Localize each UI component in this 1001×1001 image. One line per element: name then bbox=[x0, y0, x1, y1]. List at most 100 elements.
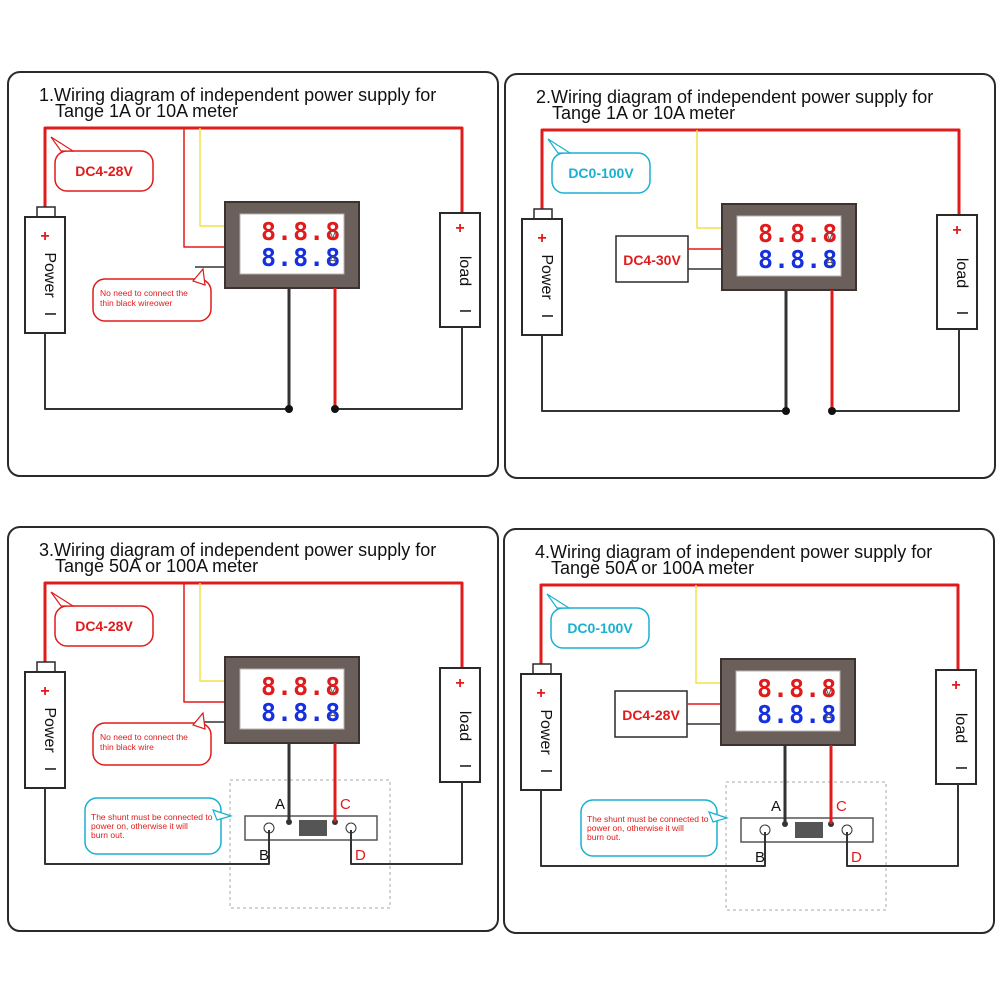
supply-label: DC4-28V bbox=[75, 618, 133, 634]
battery-minus: I bbox=[537, 769, 554, 773]
load bbox=[935, 669, 977, 785]
load-plus: + bbox=[455, 675, 464, 692]
shunt-note-line: power on, otherwise it will bbox=[587, 823, 684, 833]
panel-title-line-2: Tange 1A or 10A meter bbox=[552, 103, 735, 123]
aux-supply-label: DC4-28V bbox=[622, 707, 680, 723]
bubble-tail bbox=[50, 591, 76, 607]
note-line: No need to connect the bbox=[100, 732, 188, 742]
battery-terminal bbox=[532, 663, 552, 675]
shunt-label-a: A bbox=[771, 798, 781, 815]
bubble-tail bbox=[191, 267, 206, 286]
shunt-note-bubble bbox=[84, 797, 222, 855]
battery-plus: + bbox=[40, 683, 49, 700]
supply-bubble bbox=[551, 152, 651, 194]
load-plus: + bbox=[951, 677, 960, 694]
battery-label: Power bbox=[41, 252, 58, 298]
meter-voltage-readout: 8.8.8 bbox=[261, 672, 341, 701]
load-minus: I bbox=[456, 764, 473, 768]
panel-title-line-2: Tange 50A or 100A meter bbox=[55, 556, 258, 576]
supply-bubble bbox=[54, 150, 154, 192]
meter-unit-a: A bbox=[329, 254, 337, 266]
battery-minus: I bbox=[41, 767, 58, 771]
shunt-note-bubble bbox=[580, 799, 718, 857]
shunt-note-line: The shunt must be connected to bbox=[91, 812, 213, 822]
meter-display bbox=[736, 215, 842, 277]
note-line: No need to connect the bbox=[100, 288, 188, 298]
load bbox=[439, 667, 481, 783]
meter-current-readout: 8.8.8 bbox=[261, 698, 341, 727]
wire-battery-minus bbox=[44, 333, 289, 410]
meter-unit-a: A bbox=[329, 709, 337, 721]
battery-minus: I bbox=[41, 312, 58, 316]
note-line: thin black wireower bbox=[100, 298, 172, 308]
shunt-note-line: The shunt must be connected to bbox=[587, 814, 709, 824]
battery-label: Power bbox=[538, 254, 555, 300]
meter-unit-a: A bbox=[825, 711, 833, 723]
meter-current-readout: 8.8.8 bbox=[758, 245, 838, 274]
battery-minus: I bbox=[538, 314, 555, 318]
wire-battery-minus bbox=[541, 335, 786, 412]
supply-label: DC4-28V bbox=[75, 163, 133, 179]
wire-yellow bbox=[199, 583, 225, 682]
wire-load-minus bbox=[846, 784, 959, 867]
meter-voltage-readout: 8.8.8 bbox=[758, 219, 838, 248]
junction-dot bbox=[828, 407, 836, 415]
shunt-label-c: C bbox=[836, 798, 847, 815]
wire-main-red bbox=[43, 126, 464, 215]
load bbox=[439, 212, 481, 328]
battery-label: Power bbox=[537, 709, 554, 755]
panel-p4: 4.Wiring diagram of independent power su… bbox=[503, 528, 995, 934]
bubble-tail bbox=[707, 811, 730, 823]
wire-main-red bbox=[43, 581, 464, 670]
wire-battery-minus bbox=[540, 790, 766, 867]
wire-load-minus bbox=[350, 782, 463, 865]
meter-display bbox=[239, 213, 345, 275]
aux-supply-box bbox=[615, 235, 689, 283]
load bbox=[936, 214, 978, 330]
wire-main-red bbox=[540, 128, 961, 217]
shunt-label-b: B bbox=[259, 847, 269, 864]
battery bbox=[521, 218, 563, 336]
shunt-note-line: power on, otherwise it will bbox=[91, 821, 188, 831]
meter-unit-v: V bbox=[825, 686, 833, 698]
battery-terminal bbox=[36, 661, 56, 673]
panel-p1: 1.Wiring diagram of independent power su… bbox=[7, 71, 499, 477]
aux-supply-box bbox=[614, 690, 688, 738]
bubble-tail bbox=[546, 593, 572, 609]
battery-terminal bbox=[533, 208, 553, 220]
meter-unit-v: V bbox=[329, 229, 337, 241]
panels-root: 1.Wiring diagram of independent power su… bbox=[7, 71, 996, 934]
wire-thin-red bbox=[183, 128, 225, 248]
meter-current-readout: 8.8.8 bbox=[757, 700, 837, 729]
note-line: thin black wire bbox=[100, 742, 154, 752]
wire-load-minus bbox=[832, 329, 960, 412]
meter-voltage-readout: 8.8.8 bbox=[757, 674, 837, 703]
shunt-label-a: A bbox=[275, 796, 285, 813]
supply-label: DC0-100V bbox=[567, 620, 633, 636]
supply-label: DC0-100V bbox=[568, 165, 634, 181]
load-minus: I bbox=[952, 766, 969, 770]
load-label: load bbox=[952, 713, 969, 743]
shunt-area bbox=[725, 781, 887, 911]
battery-plus: + bbox=[536, 685, 545, 702]
junction-dot bbox=[285, 405, 293, 413]
shunt-note-line: burn out. bbox=[587, 832, 621, 842]
junction-dot bbox=[331, 405, 339, 413]
meter-display bbox=[239, 668, 345, 730]
bubble-tail bbox=[50, 136, 76, 152]
shunt-element bbox=[299, 820, 327, 836]
junction-dot bbox=[782, 407, 790, 415]
bubble-tail bbox=[547, 138, 573, 154]
panel-title-line-2: Tange 1A or 10A meter bbox=[55, 101, 238, 121]
shunt-label-d: D bbox=[851, 849, 862, 866]
shunt-label-c: C bbox=[340, 796, 351, 813]
shunt-note-line: burn out. bbox=[91, 830, 125, 840]
meter-current-readout: 8.8.8 bbox=[261, 243, 341, 272]
wire-battery-minus bbox=[44, 788, 270, 865]
load-plus: + bbox=[455, 220, 464, 237]
panel-title-line-1: 3.Wiring diagram of independent power su… bbox=[39, 540, 436, 560]
panel-title-line-1: 1.Wiring diagram of independent power su… bbox=[39, 85, 436, 105]
panel-p2: 2.Wiring diagram of independent power su… bbox=[504, 73, 996, 479]
load-label: load bbox=[953, 258, 970, 288]
